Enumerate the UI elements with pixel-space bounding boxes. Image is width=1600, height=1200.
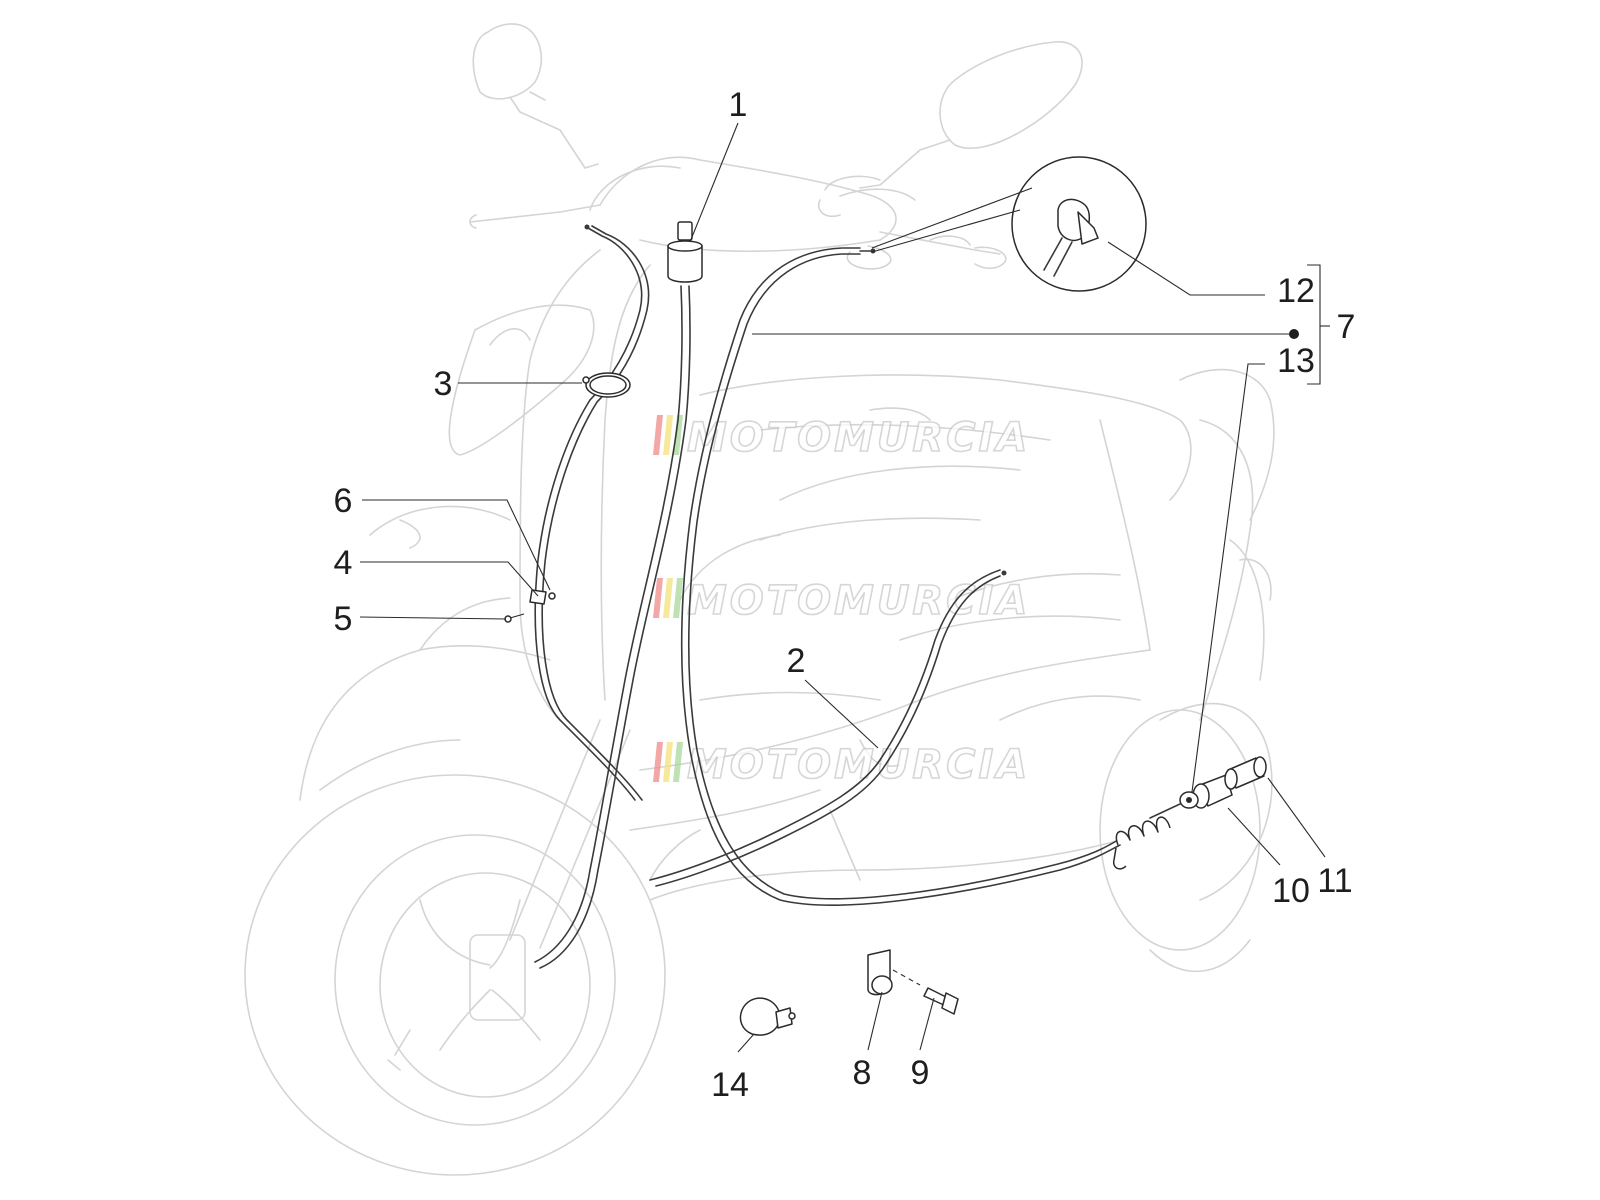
leader-10 — [1227, 807, 1281, 866]
callout-labels: 1 2 3 4 5 6 7 8 9 10 11 12 13 14 — [334, 86, 1356, 1104]
callout-7: 7 — [1337, 308, 1356, 346]
cable-bracket — [867, 949, 893, 996]
clip-screw — [504, 613, 525, 623]
callout-12: 12 — [1277, 272, 1315, 310]
leader-9 — [919, 997, 935, 1051]
speedometer-drive-head — [667, 221, 703, 283]
callout-2: 2 — [787, 642, 806, 680]
speedometer-cable — [534, 285, 691, 969]
rear-brake-cable — [649, 569, 1007, 887]
callout-9: 9 — [911, 1054, 930, 1092]
cables — [534, 224, 1121, 969]
watermark-logo: MOTOMURCIA — [653, 741, 1030, 789]
scooter-outline — [244, 23, 1275, 1176]
front-brake-cable — [534, 224, 650, 801]
leader-7-dot — [1289, 329, 1299, 339]
callout-6: 6 — [334, 482, 353, 520]
leader-11 — [1267, 777, 1326, 858]
callout-14: 14 — [711, 1066, 749, 1104]
leader-lines — [359, 122, 1330, 1053]
leader-13 — [1191, 363, 1265, 793]
svg-text:MOTOMURCIA: MOTOMURCIA — [687, 578, 1030, 624]
cable-spring-end — [1112, 816, 1171, 870]
callout-10: 10 — [1272, 872, 1310, 910]
cable-end-sleeve — [1224, 756, 1267, 790]
leader-4 — [360, 561, 539, 597]
leader-12 — [1107, 241, 1265, 296]
leader-6 — [362, 499, 551, 591]
parts — [504, 156, 1267, 1036]
callout-8: 8 — [853, 1054, 872, 1092]
leader-2 — [804, 679, 879, 749]
callout-11: 11 — [1317, 862, 1352, 900]
cable-knob — [739, 997, 796, 1036]
svg-text:MOTOMURCIA: MOTOMURCIA — [687, 742, 1030, 788]
cable-clamp-band — [582, 372, 631, 398]
leader-5 — [359, 616, 507, 620]
leader-8 — [867, 991, 883, 1051]
watermark-logo: MOTOMURCIA — [653, 577, 1030, 625]
leader-14 — [737, 1033, 755, 1053]
throttle-cable — [680, 247, 1121, 906]
cable-guide-clip — [529, 589, 556, 605]
callout-1: 1 — [729, 86, 748, 124]
watermark-logo: MOTOMURCIA — [653, 414, 1030, 462]
leader-1 — [689, 122, 739, 243]
detail-inset — [871, 156, 1147, 292]
cable-end-fitting — [1149, 791, 1199, 819]
callout-3: 3 — [434, 365, 453, 403]
watermark: MOTOMURCIA MOTOMURCIA MOTOMURCIA — [653, 414, 1030, 789]
bracket-bolt — [892, 969, 959, 1015]
callout-5: 5 — [334, 600, 353, 638]
callout-13: 13 — [1277, 342, 1315, 380]
svg-text:MOTOMURCIA: MOTOMURCIA — [687, 415, 1030, 461]
callout-4: 4 — [334, 544, 353, 582]
bracket-7 — [1307, 264, 1321, 385]
